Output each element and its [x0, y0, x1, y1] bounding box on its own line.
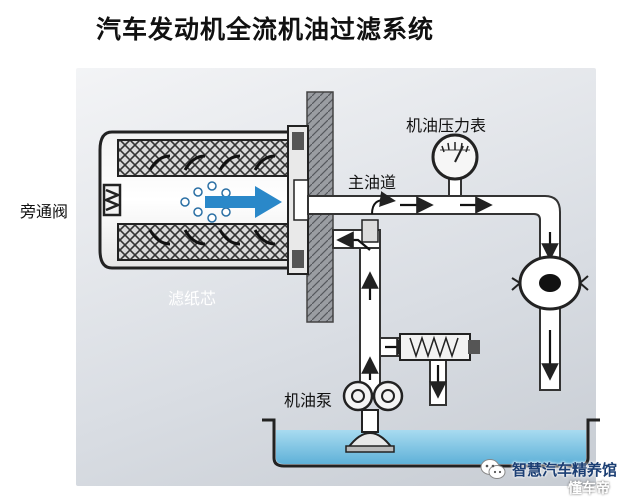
pressure-gauge-label: 机油压力表 [406, 116, 487, 135]
filter-mount-flange [287, 125, 309, 275]
pressure-relief-valve [399, 333, 480, 361]
bypass-valve-spring [102, 183, 122, 217]
main-gallery-label: 主油道 [348, 173, 397, 192]
oil-strainer [345, 409, 395, 453]
wechat-icon [480, 458, 506, 480]
filter-element-label: 滤纸芯 [168, 289, 217, 308]
oil-pressure-gauge [431, 133, 479, 181]
watermark: 智慧汽车精养馆 [480, 458, 617, 480]
engine-bearing [511, 255, 589, 311]
diagram-title: 汽车发动机全流机油过滤系统 [96, 15, 435, 44]
filter-element-top [117, 139, 289, 177]
watermark-sub: 懂车帝 [568, 481, 610, 497]
oil-pan [262, 418, 600, 468]
check-valve [361, 219, 379, 243]
flow-bubbles [180, 181, 231, 223]
watermark-account: 智慧汽车精养馆 [512, 460, 618, 479]
oil-filter [98, 130, 302, 270]
bypass-valve-label: 旁通阀 [20, 202, 69, 221]
flow-arrows [336, 196, 559, 399]
bend-arrow [371, 191, 396, 215]
filter-element-bottom [117, 223, 289, 261]
oil-pump [342, 380, 404, 412]
oil-pump-label: 机油泵 [284, 391, 333, 410]
center-flow-arrow [205, 186, 282, 218]
